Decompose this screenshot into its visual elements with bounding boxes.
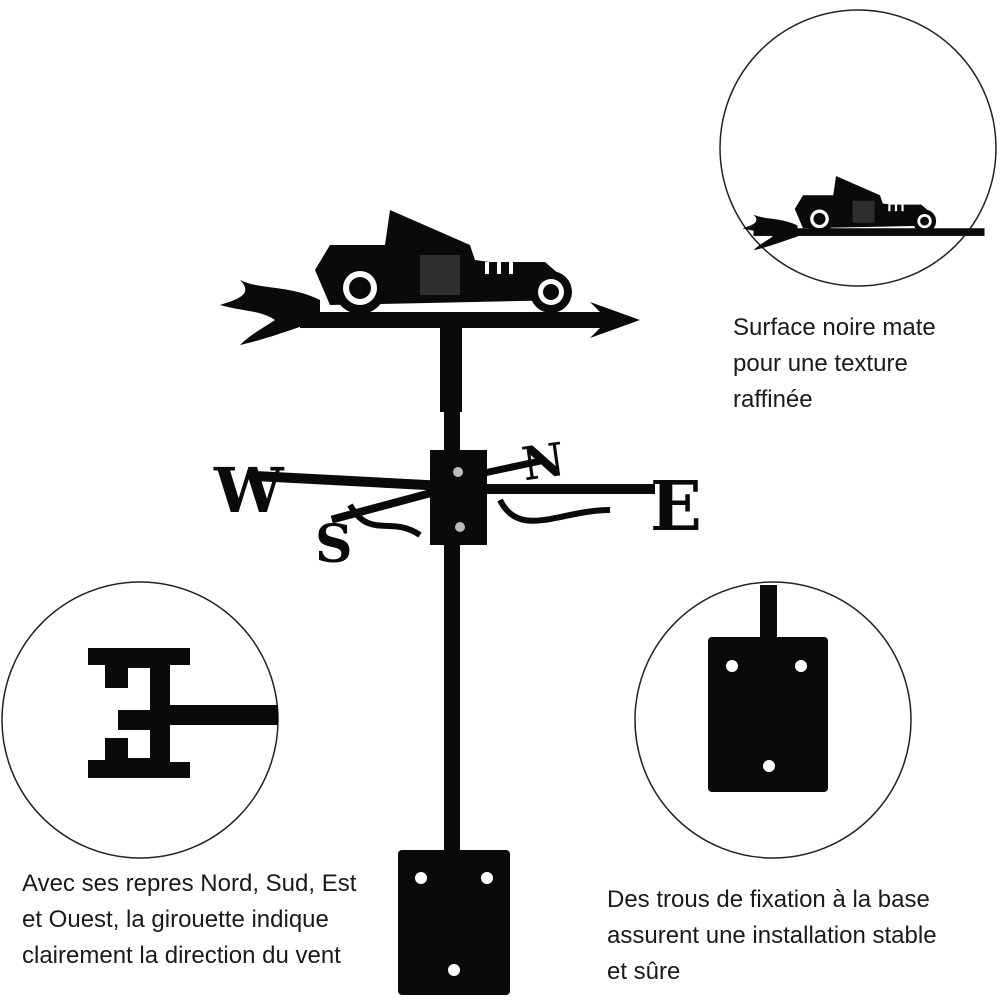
compass-letter-west: W (213, 454, 285, 527)
detail-circle-base (634, 581, 912, 859)
caption-mounting: Des trous de fixation à la base assurent… (607, 882, 937, 990)
caption-line: Surface noire mate (733, 314, 936, 341)
caption-finish: Surface noire mate pour une texture raff… (733, 310, 936, 418)
caption-line: raffinée (733, 386, 813, 413)
caption-line: et sûre (607, 958, 681, 985)
compass-letter-south: S (315, 514, 353, 575)
compass-letter-east: E (650, 467, 702, 547)
arrow (300, 302, 640, 338)
caption-line: clairement la direction du vent (22, 942, 341, 969)
caption-line: pour une texture (733, 350, 908, 377)
detail-circle-finish (719, 9, 997, 287)
base-plate (398, 850, 510, 995)
caption-line: assurent une installation stable (607, 922, 937, 949)
caption-line: Des trous de fixation à la base (607, 886, 930, 913)
caption-directions: Avec ses repres Nord, Sud, Est et Ouest,… (22, 866, 356, 974)
caption-line: Avec ses repres Nord, Sud, Est (22, 870, 357, 897)
caption-line: et Ouest, la girouette indique (22, 906, 329, 933)
compass-letter-north: N (519, 432, 568, 491)
detail-circle-letter-e (1, 581, 279, 859)
